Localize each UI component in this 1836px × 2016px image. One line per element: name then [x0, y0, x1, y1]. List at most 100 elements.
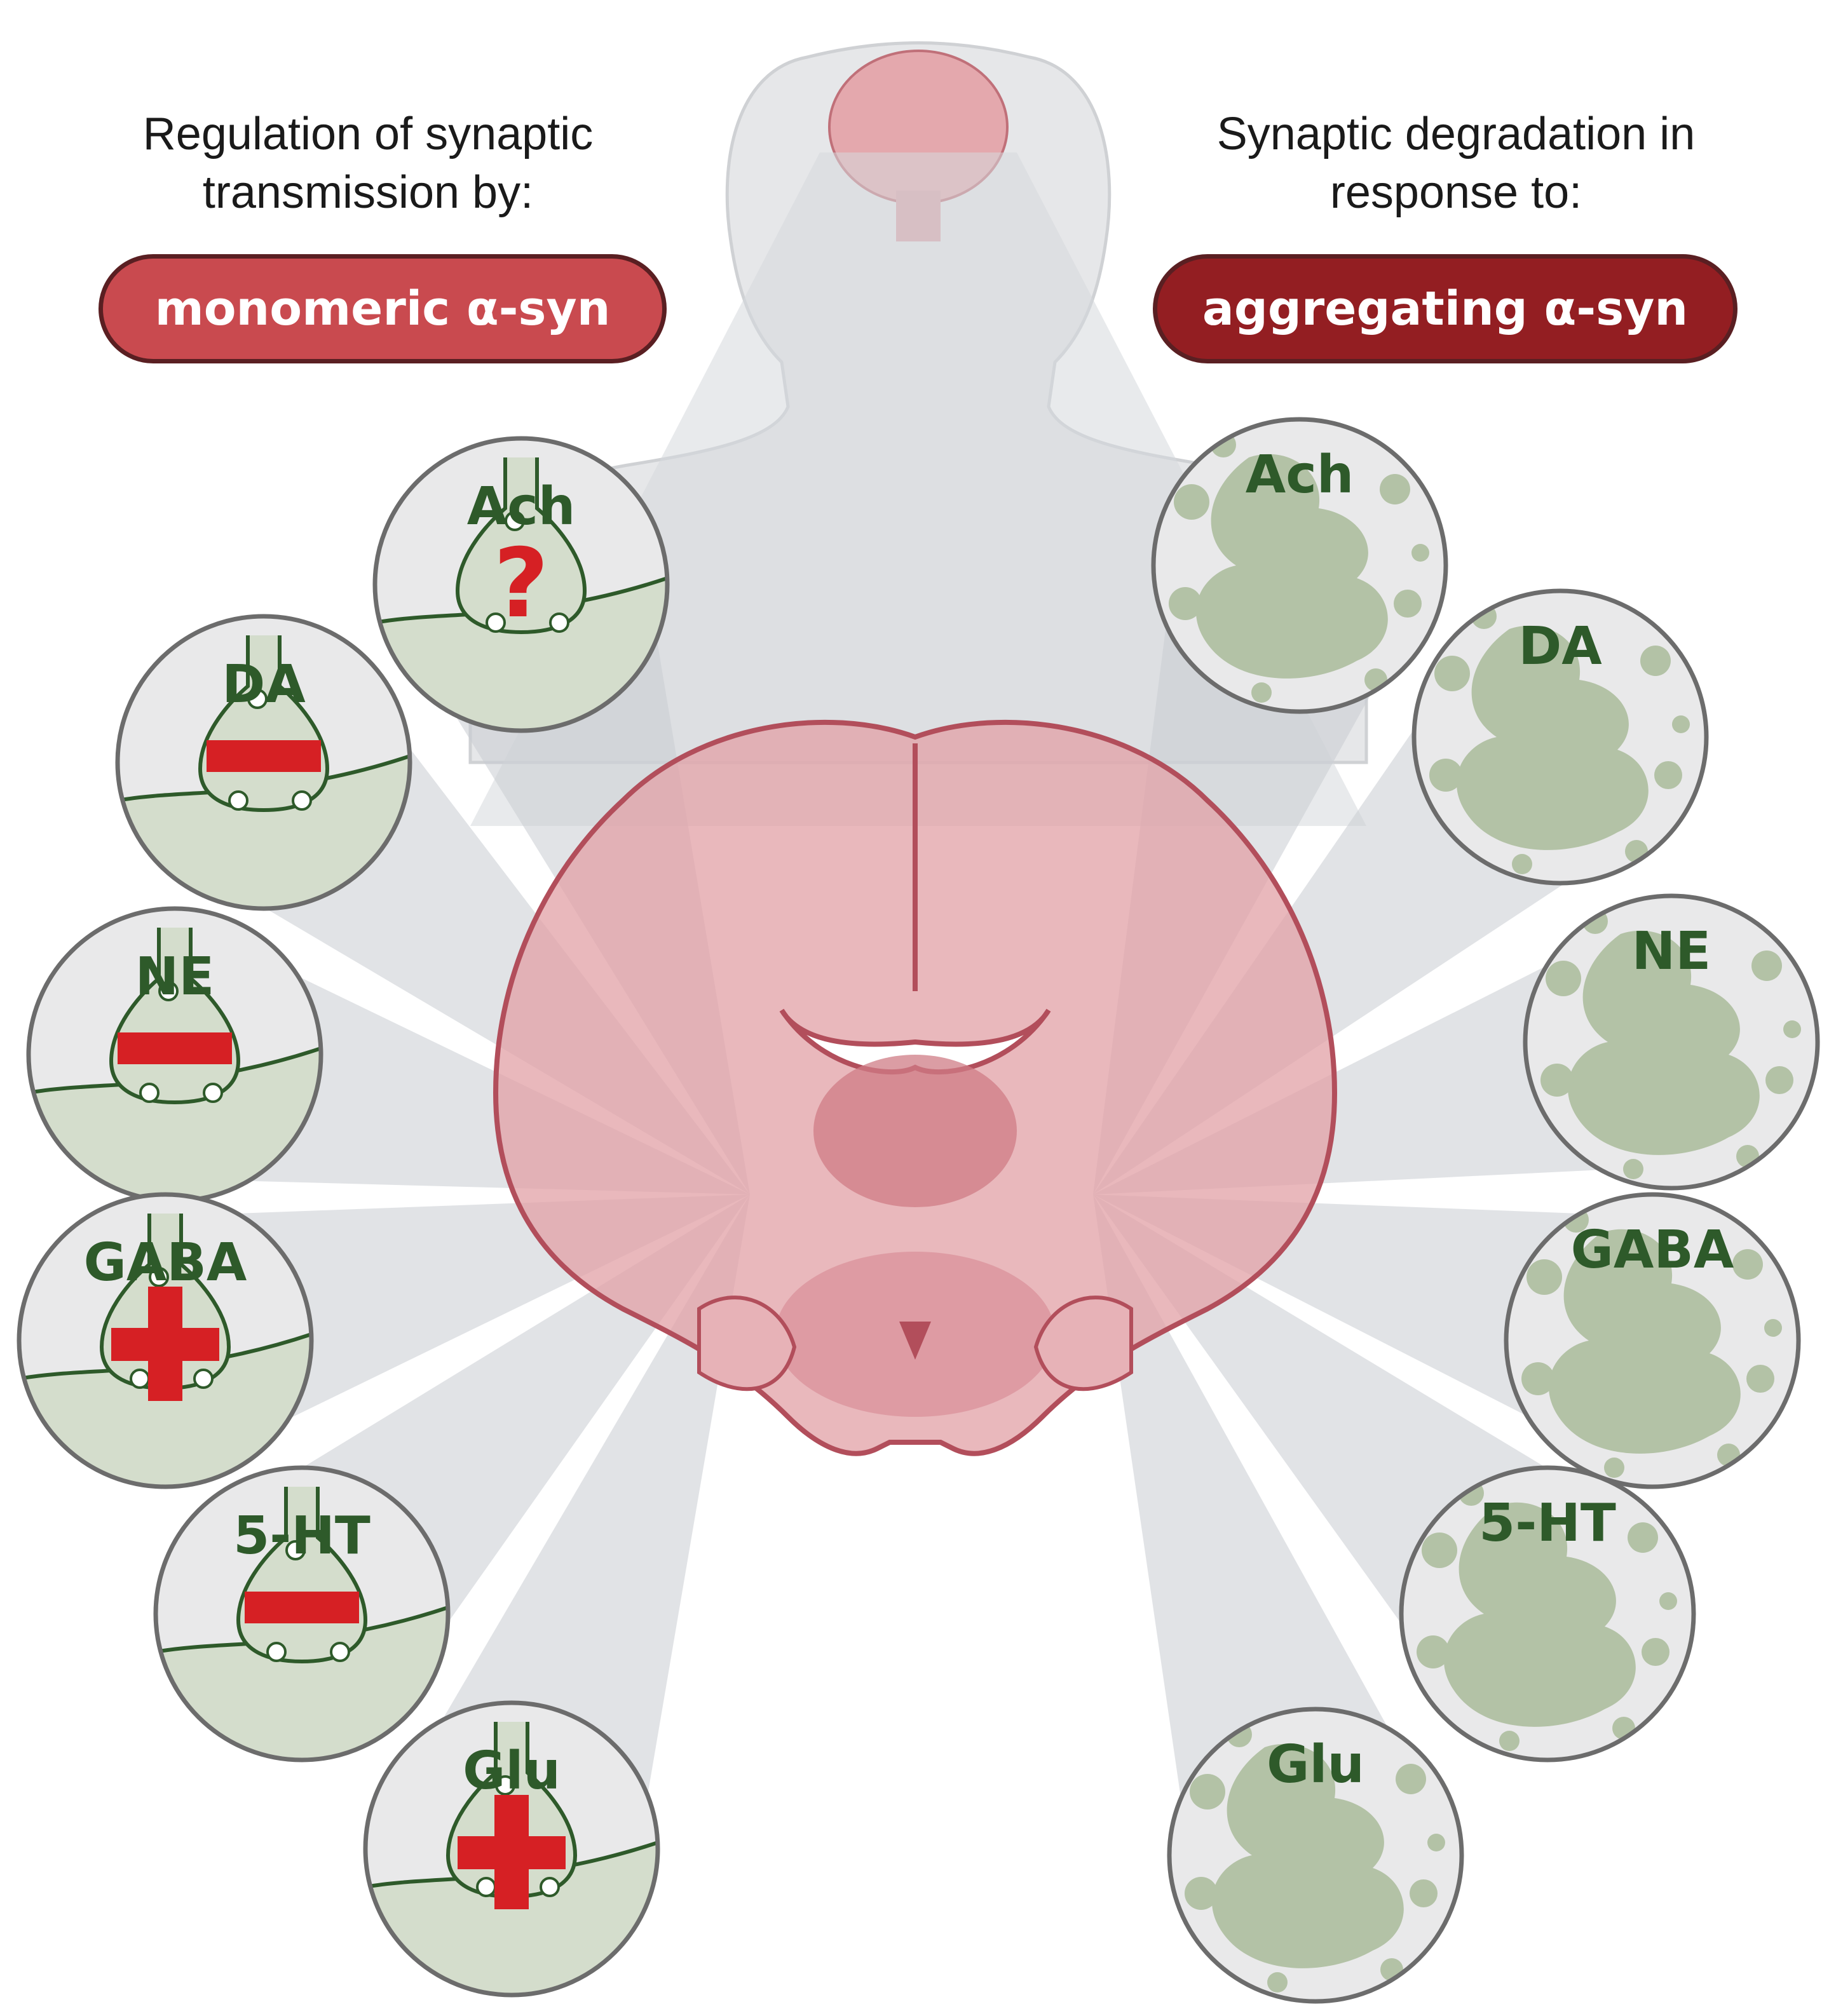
right-circle-label: Ach [1246, 445, 1354, 505]
aggregate-spot [1429, 759, 1462, 792]
aggregate-blob [1457, 625, 1649, 850]
minus-icon [245, 1592, 359, 1623]
right-circle-gaba: GABA [1504, 1192, 1801, 1489]
aggregate-spot [1628, 1522, 1658, 1553]
right-circle-label: NE [1632, 921, 1711, 982]
aggregate-spot [1410, 1879, 1438, 1907]
aggregate-spot [1422, 1532, 1457, 1568]
aggregate-spot [1411, 544, 1429, 562]
aggregate-spot [1546, 961, 1581, 996]
aggregate-spot [1604, 1458, 1624, 1478]
vesicle [476, 1877, 496, 1897]
aggregate-spot [1623, 1159, 1643, 1179]
aggregate-spot [1640, 646, 1671, 676]
aggregate-spot [1396, 1764, 1426, 1794]
left-circle-da: DA [115, 614, 412, 911]
vesicle [292, 790, 312, 811]
vesicle [228, 790, 248, 811]
vesicle [330, 1642, 350, 1662]
aggregate-blob [1196, 454, 1388, 679]
aggregate-spot [1751, 950, 1782, 981]
circle-border [1399, 1465, 1696, 1762]
left-circle-label: DA [222, 654, 306, 715]
right-circle-label: Glu [1267, 1735, 1364, 1795]
circle-border [17, 1192, 314, 1489]
right-circle-glu: Glu [1167, 1707, 1464, 2004]
question-icon: ? [493, 529, 548, 639]
aggregate-spot [1169, 587, 1202, 620]
aggregate-spot [1185, 1877, 1218, 1910]
circle-border [1151, 417, 1448, 714]
vesicle [486, 612, 506, 633]
circle-border [1504, 1192, 1801, 1489]
vesicle [266, 1642, 287, 1662]
aggregate-spot [1764, 1319, 1782, 1337]
aggregate-spot [1267, 1972, 1288, 1992]
aggregate-spot [1642, 1638, 1669, 1666]
aggregating-label-text: aggregating α-syn [1202, 281, 1689, 336]
plus-icon-v [148, 1287, 182, 1401]
vesicle [158, 981, 179, 1001]
circle-border [363, 1700, 660, 1998]
aggregate-spot [1499, 1731, 1520, 1751]
vesicle [130, 1369, 150, 1389]
aggregate-spot [1380, 474, 1410, 504]
left-circle-label: NE [135, 947, 215, 1007]
monomeric-label-text: monomeric α-syn [154, 281, 611, 336]
vesicle [203, 1083, 223, 1103]
aggregate-spot [1190, 1774, 1225, 1810]
left-circle-label: Glu [463, 1741, 561, 1801]
aggregate-spot [1417, 1635, 1450, 1668]
vesicle [285, 1540, 306, 1560]
right-circle-label: DA [1518, 616, 1602, 677]
aggregate-spot [1521, 1362, 1554, 1395]
minus-icon [207, 740, 321, 772]
aggregate-blob [1549, 1229, 1741, 1454]
minus-icon [118, 1032, 232, 1064]
left-circle-gaba: GABA [17, 1192, 314, 1489]
left-circle-label: Ach [467, 477, 575, 537]
aggregate-spot [1512, 854, 1532, 874]
circle-border [1167, 1707, 1464, 2004]
vesicle [505, 511, 525, 531]
aggregate-spot [1427, 1834, 1445, 1851]
left-circle-ach: ?Ach [372, 436, 670, 733]
aggregating-label: aggregating α-syn [1153, 254, 1737, 363]
right-circle-ach: Ach [1151, 417, 1448, 714]
left-circle-label: 5-HT [233, 1506, 371, 1566]
circle-border [115, 614, 412, 911]
presynaptic-terminal [455, 457, 587, 635]
aggregate-spot [1765, 1066, 1793, 1094]
aggregate-spot [1783, 1020, 1801, 1038]
left-heading-line1: Regulation of synaptic [142, 109, 594, 159]
right-circle-ne: NE [1523, 893, 1820, 1191]
aggregate-spot [1394, 590, 1422, 618]
vesicle [495, 1775, 515, 1796]
plus-icon-v [494, 1795, 529, 1909]
right-circle-label: 5-HT [1479, 1493, 1616, 1553]
vesicle [549, 612, 569, 633]
vesicle [139, 1083, 160, 1103]
aggregate-blob [1568, 930, 1760, 1155]
circle-border [1523, 893, 1820, 1191]
right-circle-label: GABA [1571, 1220, 1734, 1280]
aggregate-spot [1654, 761, 1682, 789]
aggregate-spot [1540, 1064, 1574, 1097]
left-circle-glu: Glu [363, 1700, 660, 1998]
aggregate-spot [1672, 715, 1690, 733]
aggregate-blob [1212, 1743, 1404, 1968]
aggregate-spot [1732, 1249, 1763, 1280]
aggregate-blob [1444, 1502, 1636, 1727]
left-circle-label: GABA [84, 1233, 247, 1293]
circle-border [1411, 588, 1709, 886]
vesicle [247, 689, 268, 709]
aggregate-spot [1527, 1259, 1562, 1295]
aggregate-spot [1251, 682, 1272, 703]
right-circle-5ht: 5-HT [1399, 1465, 1696, 1762]
left-circle-5ht: 5-HT [153, 1465, 451, 1762]
left-circle-ne: NE [26, 906, 323, 1203]
right-heading-line2: response to: [1329, 167, 1582, 218]
